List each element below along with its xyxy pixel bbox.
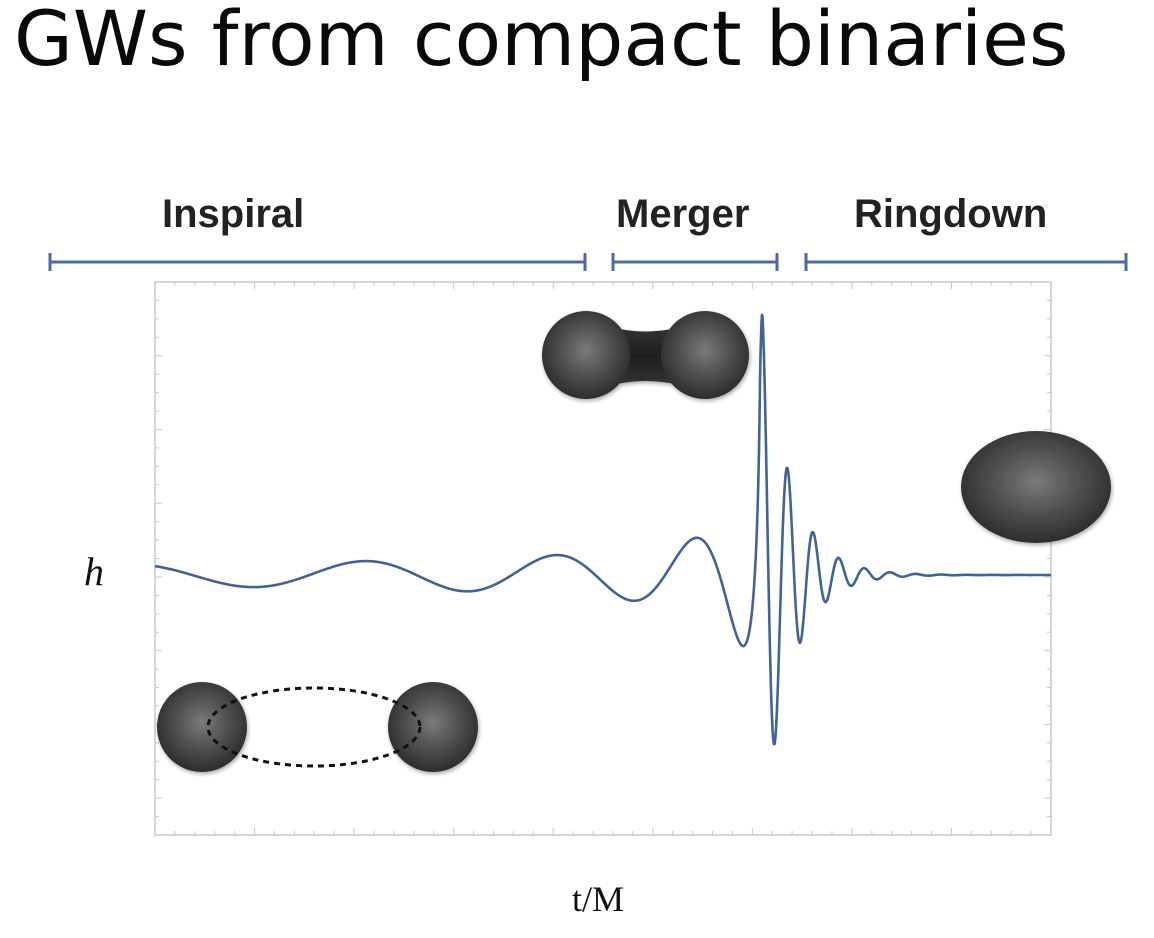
merger-binary-illustration (542, 311, 749, 399)
x-axis-label: t/M (572, 879, 625, 919)
merger-right-body (661, 311, 749, 399)
orbit-path (206, 686, 422, 768)
phase-label-ringdown: Ringdown (854, 192, 1048, 236)
ringdown-remnant (961, 431, 1111, 543)
waveform-curve (154, 313, 1052, 746)
phase-bar-inspiral (48, 253, 587, 271)
black-hole-left (157, 682, 247, 772)
merger-left-body (542, 311, 630, 399)
phase-bars (48, 253, 1128, 271)
phase-label-merger: Merger (616, 192, 750, 236)
black-hole-right (388, 682, 478, 772)
slide-title: GWs from compact binaries (14, 0, 1069, 83)
phase-label-inspiral: Inspiral (162, 192, 305, 236)
inspiral-binary-illustration (157, 682, 478, 772)
phase-bar-merger (611, 253, 779, 271)
y-axis-label: h (84, 549, 104, 594)
phase-bar-ringdown (804, 253, 1128, 271)
